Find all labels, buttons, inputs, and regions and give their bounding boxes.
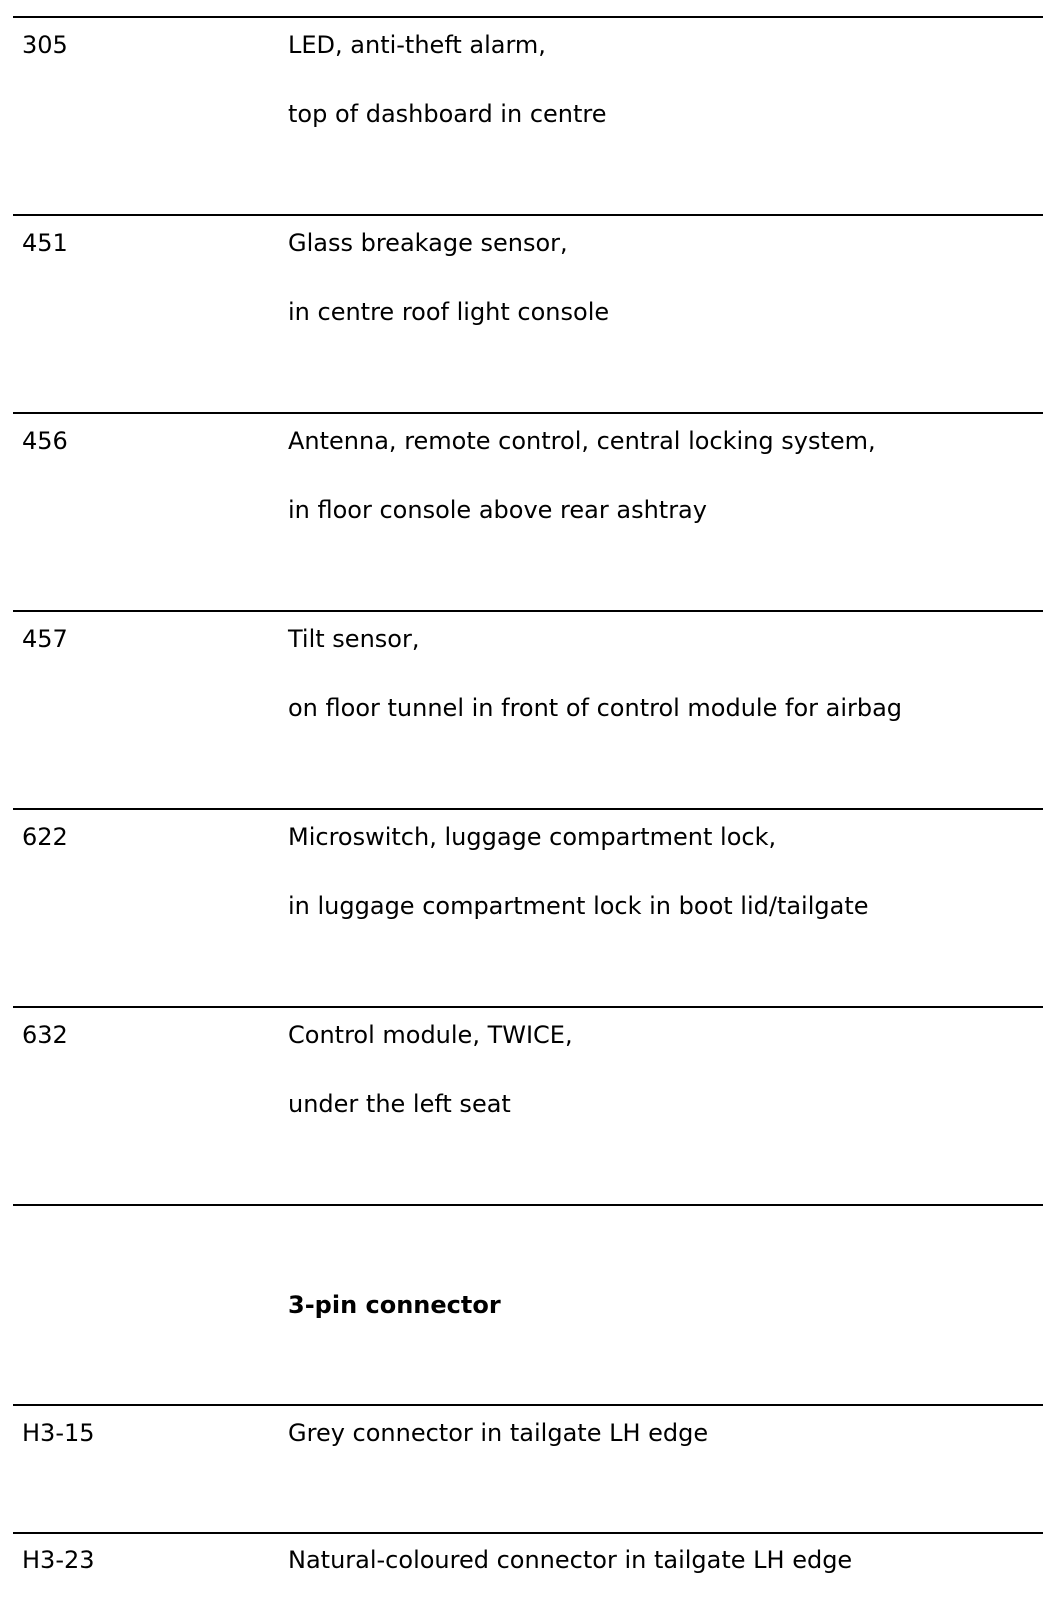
component-location: under the left seat [288,1090,511,1118]
component-name: LED, anti-theft alarm, [288,31,546,59]
connector-description: Natural-coloured connector in tailgate L… [288,1546,853,1574]
section-heading: 3-pin connector [288,1291,501,1319]
row-divider [13,214,1043,216]
connector-code: H3-15 [22,1419,95,1447]
component-name: Antenna, remote control, central locking… [288,427,876,455]
component-location: in centre roof light console [288,298,610,326]
component-location: in floor console above rear ashtray [288,496,707,524]
row-divider [13,1532,1043,1534]
row-divider [13,808,1043,810]
component-location: in luggage compartment lock in boot lid/… [288,892,869,920]
component-code: 632 [22,1021,68,1049]
connector-code: H3-23 [22,1546,95,1574]
component-location: on floor tunnel in front of control modu… [288,694,903,722]
row-divider [13,1404,1043,1406]
row-divider [13,1006,1043,1008]
component-name: Glass breakage sensor, [288,229,568,257]
connector-description: Grey connector in tailgate LH edge [288,1419,709,1447]
component-code: 451 [22,229,68,257]
component-name: Control module, TWICE, [288,1021,573,1049]
component-code: 456 [22,427,68,455]
component-name: Microswitch, luggage compartment lock, [288,823,777,851]
component-code: 622 [22,823,68,851]
row-divider [13,610,1043,612]
component-code: 305 [22,31,68,59]
component-code: 457 [22,625,68,653]
component-name: Tilt sensor, [288,625,420,653]
component-location: top of dashboard in centre [288,100,607,128]
row-divider [13,16,1043,18]
row-divider [13,412,1043,414]
section-divider [13,1204,1043,1206]
